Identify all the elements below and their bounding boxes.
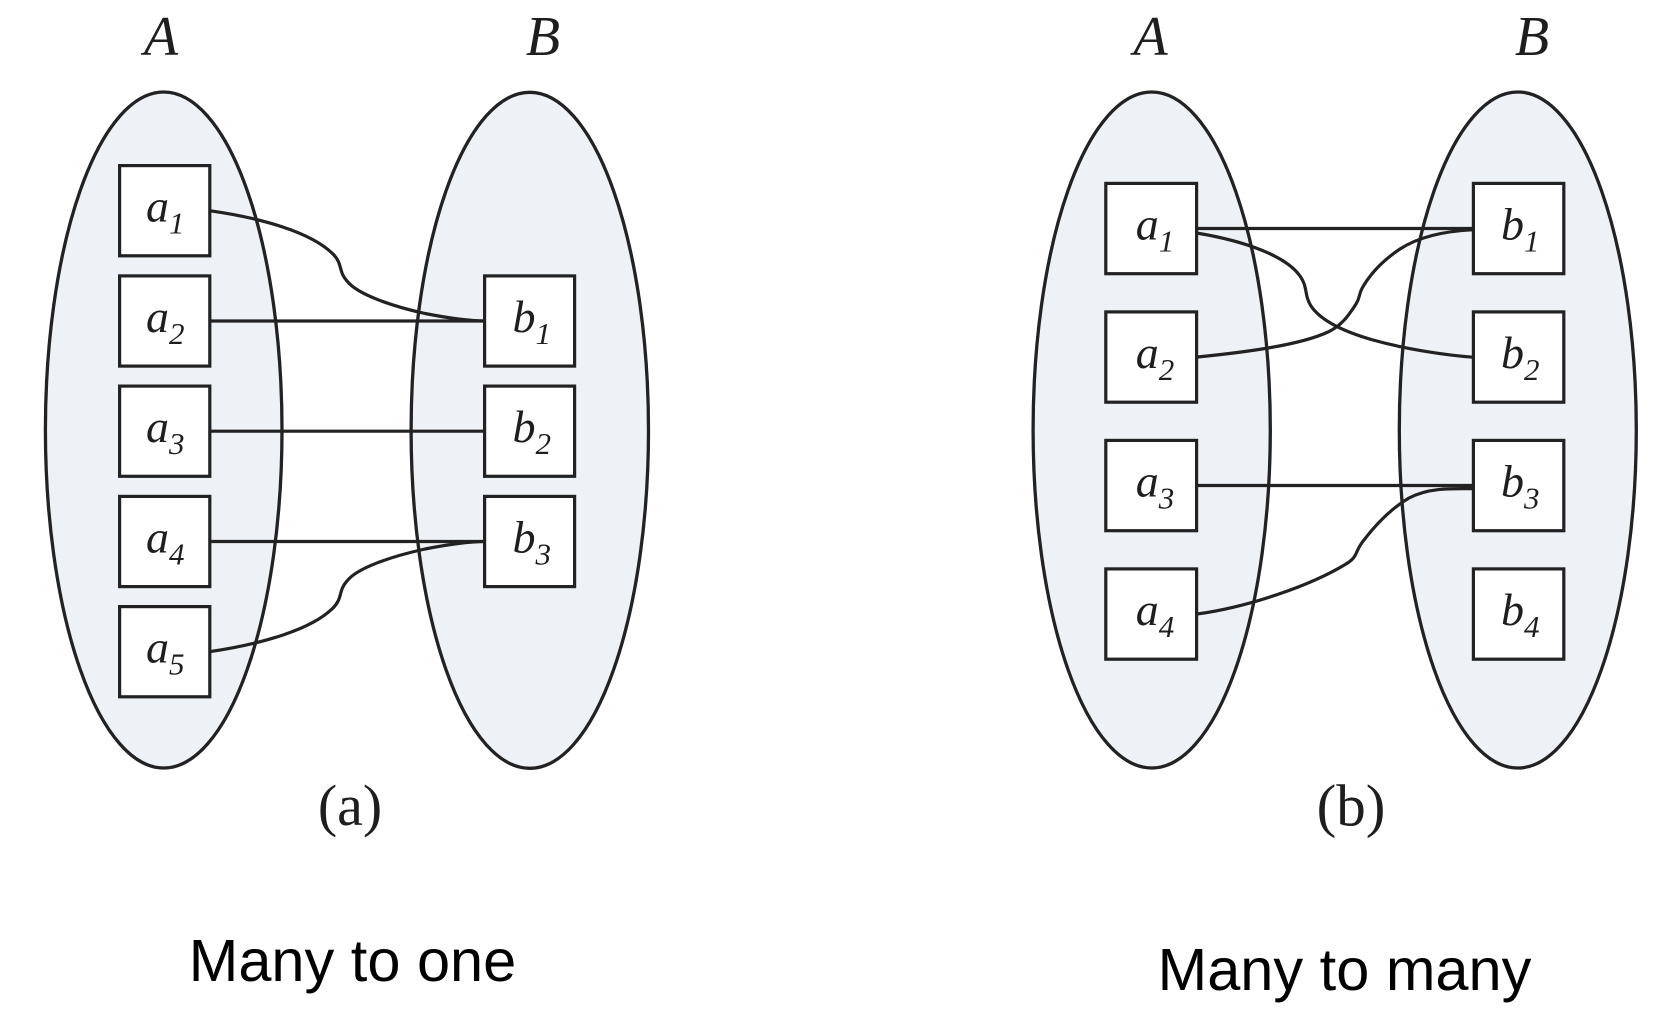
svg-text:a3: a3 <box>1136 456 1175 516</box>
svg-text:A: A <box>1129 6 1168 68</box>
svg-text:Many to one: Many to one <box>189 927 516 994</box>
svg-text:a1: a1 <box>146 181 185 241</box>
svg-text:A: A <box>140 6 179 68</box>
svg-text:b3: b3 <box>513 512 552 572</box>
svg-text:(a): (a) <box>318 773 382 838</box>
svg-text:a2: a2 <box>1136 327 1175 387</box>
svg-text:B: B <box>526 6 560 68</box>
svg-text:a4: a4 <box>1136 584 1175 644</box>
svg-text:a5: a5 <box>146 622 185 682</box>
svg-text:Many to many: Many to many <box>1158 936 1532 1003</box>
svg-text:B: B <box>1515 6 1549 68</box>
svg-text:b1: b1 <box>1501 199 1540 259</box>
svg-text:(b): (b) <box>1317 773 1386 839</box>
